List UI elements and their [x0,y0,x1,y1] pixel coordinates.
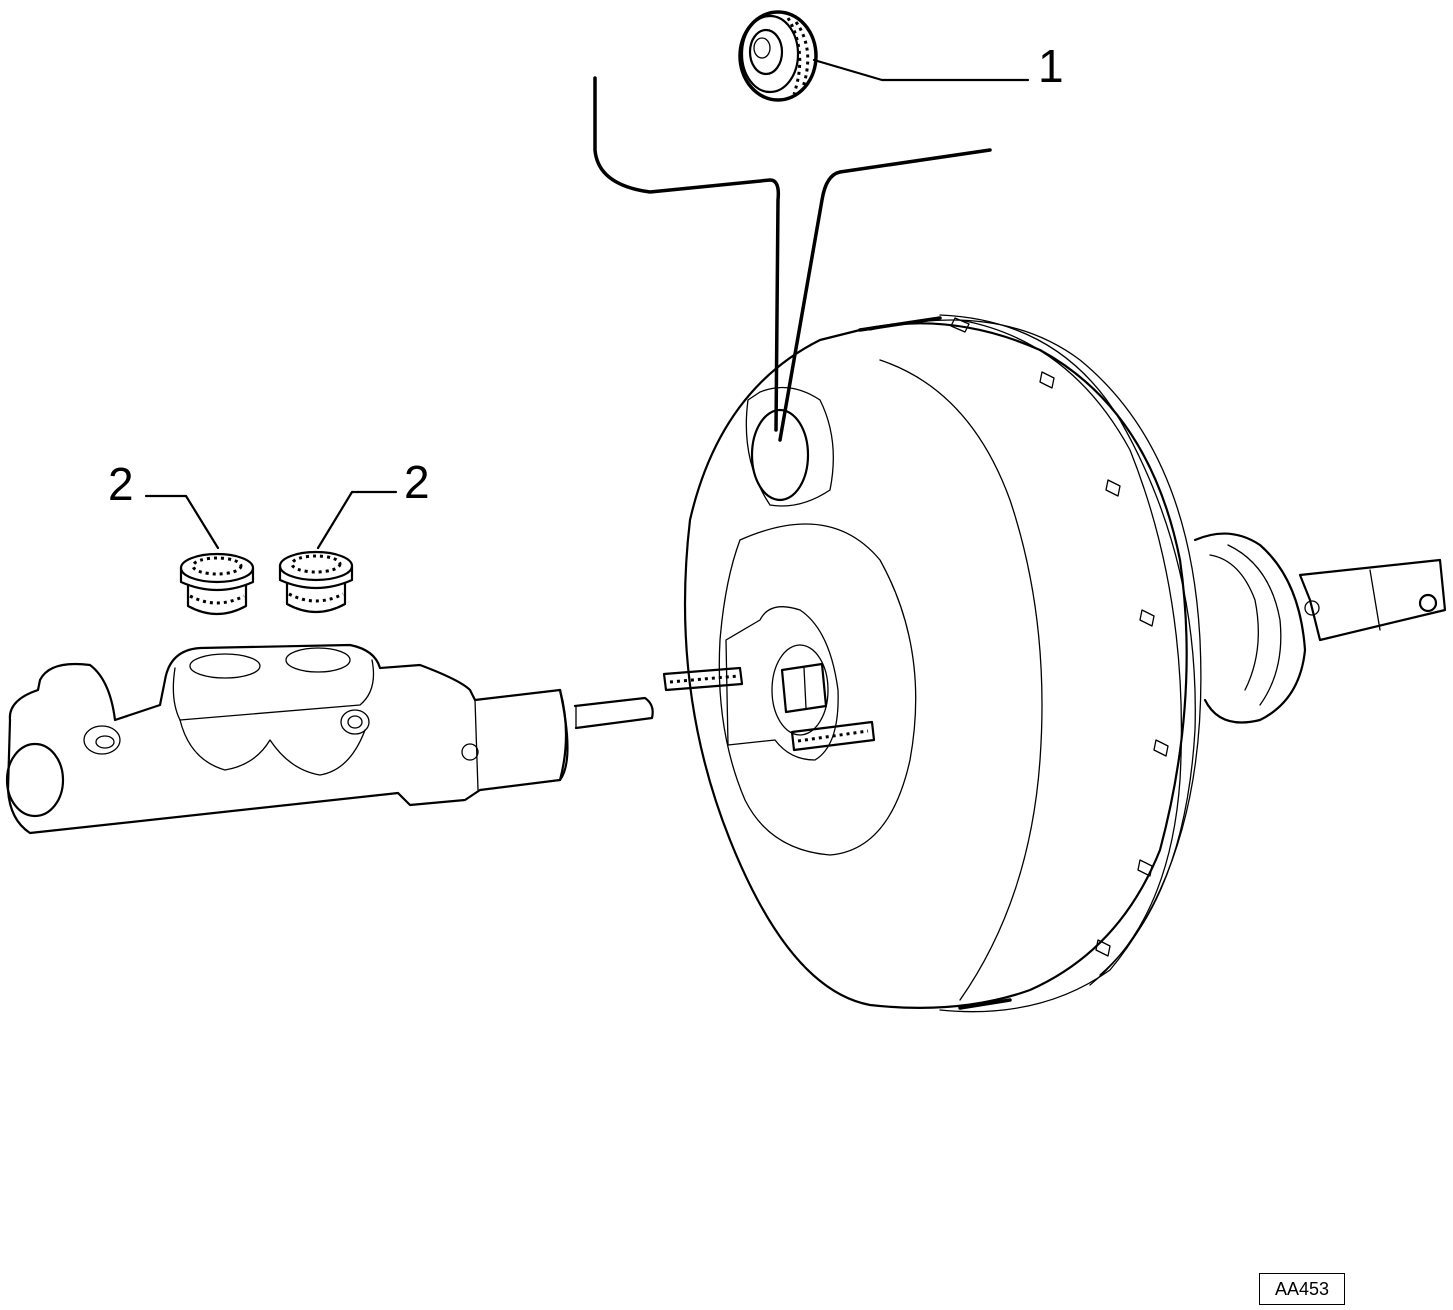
brake-booster [662,314,1447,1013]
vacuum-hose-line-2 [778,148,992,442]
reservoir-seal-part-2-right [278,550,354,614]
callout-2-right: 2 [404,456,430,508]
grommet-seal-part-1 [738,10,818,102]
callout-1: 1 [1038,40,1064,92]
leader-line-1 [812,58,1030,82]
master-cylinder [5,643,654,835]
leader-line-2-right [316,490,398,550]
leader-line-2-left [144,494,220,550]
reference-code-box: AA453 [1259,1273,1345,1305]
vacuum-hose-line [593,76,781,432]
reservoir-seal-part-2-left [179,552,255,616]
callout-2-left: 2 [108,458,134,510]
